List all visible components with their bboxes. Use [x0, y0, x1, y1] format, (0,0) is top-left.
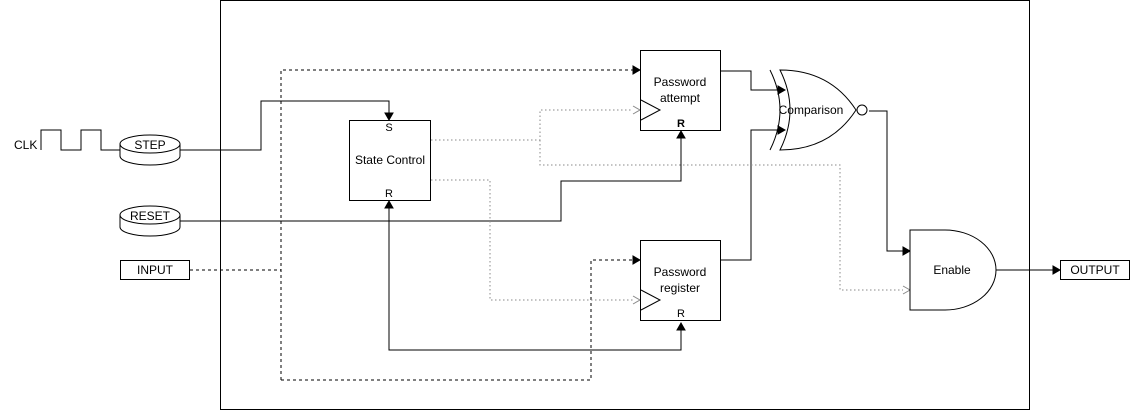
input-label: INPUT — [137, 263, 174, 277]
comparison-inverter-bubble — [856, 104, 868, 116]
wire-state-to-enable — [539, 140, 903, 291]
arrow-register-data — [632, 255, 642, 265]
password-attempt-reset-pin: R — [677, 118, 685, 130]
wire-input-to-attempt — [280, 69, 633, 380]
state-control-block: S State Control R — [349, 120, 431, 201]
wire-input-to-register — [281, 259, 633, 381]
password-register-block: Password register R — [640, 240, 721, 321]
solid-wires — [180, 70, 1053, 351]
arrow-output — [1052, 265, 1062, 275]
wire-reset-to-attempt — [180, 137, 682, 222]
state-control-title: State Control — [355, 153, 425, 167]
reset-button[interactable]: RESET — [119, 205, 181, 237]
arrow-set — [384, 112, 394, 122]
wire-register-to-compare — [721, 129, 778, 261]
state-control-reset-pin: R — [385, 188, 393, 200]
wire-compare-to-enable — [869, 110, 903, 252]
arrow-compare-in1 — [777, 85, 787, 95]
step-label: STEP — [134, 138, 165, 152]
comparison-label: Comparison — [779, 103, 844, 117]
clk-label: CLK — [14, 138, 37, 152]
enable-label: Enable — [933, 263, 971, 277]
password-attempt-block: Password attempt R — [640, 50, 721, 131]
arrow-register-reset — [676, 321, 686, 331]
arrowheads — [384, 65, 1062, 331]
wire-state-to-attempt-clk — [431, 109, 633, 141]
arrow-attempt-clk — [632, 105, 642, 115]
step-button[interactable]: STEP — [119, 134, 181, 166]
arrow-attempt-reset — [676, 129, 686, 139]
password-register-title-2: register — [660, 281, 700, 295]
arrow-compare-in2 — [777, 125, 787, 135]
clk-waveform-icon — [40, 129, 121, 151]
enable-and-gate: Enable — [909, 229, 997, 311]
output-box: OUTPUT — [1060, 260, 1130, 280]
password-register-reset-pin: R — [677, 308, 685, 320]
register-clock-triangle-icon — [640, 289, 662, 311]
wire-step-to-set — [180, 100, 390, 151]
password-attempt-title-1: Password — [654, 75, 707, 89]
dotted-wires — [431, 109, 903, 301]
arrow-attempt-data — [632, 65, 642, 75]
attempt-clock-triangle-icon — [640, 99, 662, 121]
wire-state-to-register-clk — [431, 179, 633, 301]
arrow-enable-in1 — [902, 246, 912, 256]
arrow-register-clk — [632, 295, 642, 305]
reset-label: RESET — [130, 209, 171, 223]
dashed-wires — [190, 69, 633, 381]
arrow-enable-in2 — [902, 285, 912, 295]
wire-attempt-to-compare — [721, 70, 778, 91]
wire-state-reset-register — [388, 208, 682, 351]
arrow-state-reset — [384, 199, 394, 209]
input-box[interactable]: INPUT — [120, 260, 190, 280]
output-label: OUTPUT — [1070, 263, 1120, 277]
system-boundary — [220, 0, 1030, 410]
password-register-title-1: Password — [654, 265, 707, 279]
password-attempt-title-2: attempt — [660, 91, 701, 105]
comparison-xnor-gate — [769, 69, 868, 151]
state-control-set-pin: S — [385, 122, 392, 134]
